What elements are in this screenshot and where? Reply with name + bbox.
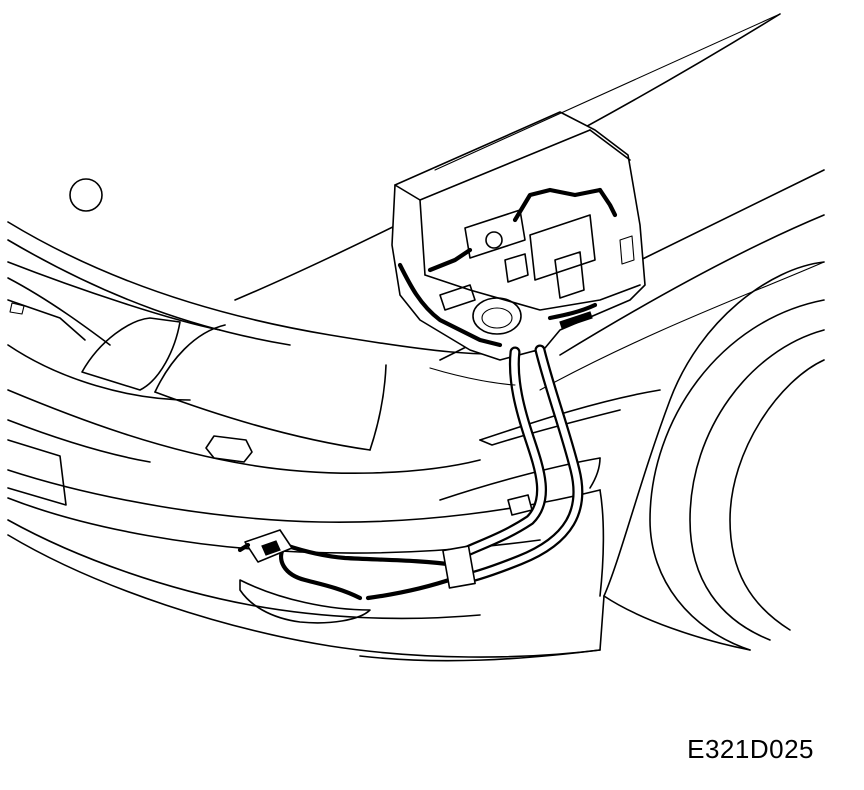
- detail-line: [429, 367, 516, 386]
- harness-connector: [237, 529, 293, 563]
- component-box: [391, 111, 646, 361]
- front-wheel: [603, 261, 825, 651]
- fog-lamp-recess: [239, 579, 371, 624]
- grille-opening: [81, 317, 181, 391]
- washer-nozzle: [69, 178, 103, 212]
- grille-area: [7, 261, 481, 475]
- leader-line: [434, 13, 781, 171]
- figure-code: E321D025: [687, 734, 814, 764]
- wiring-harness: [279, 344, 584, 601]
